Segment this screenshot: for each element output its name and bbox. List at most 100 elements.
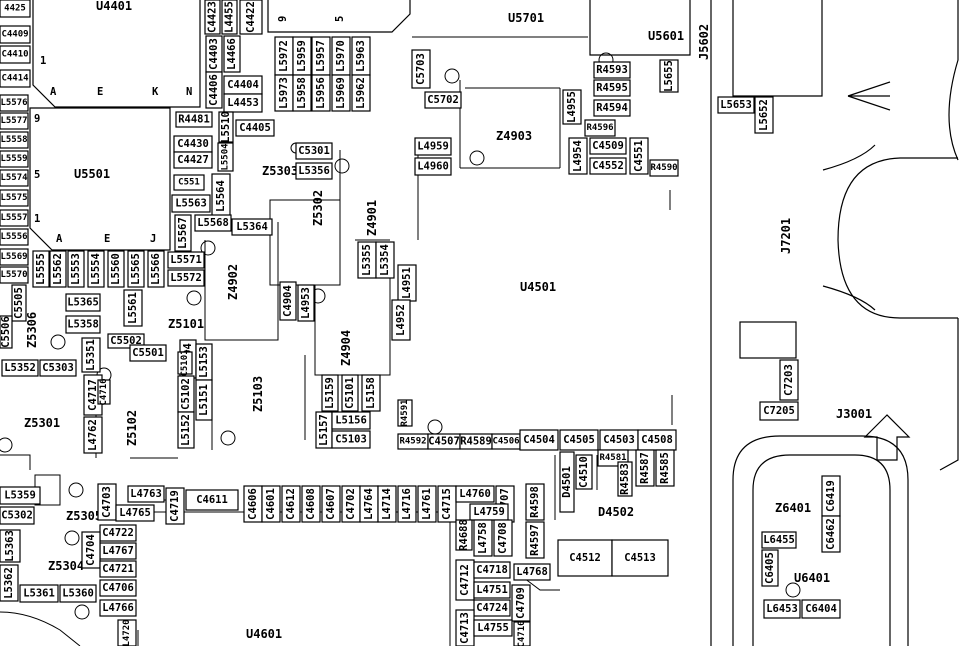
z4904-label: Z4904 (339, 330, 353, 366)
part-l4755: L4755 (473, 619, 513, 637)
part-l5958: L5958 (292, 74, 312, 112)
part-l5351: L5351 (81, 337, 101, 373)
part-footprint (589, 137, 627, 155)
part-r4592: R4592 (397, 433, 429, 450)
part-r4589: R4589 (459, 433, 493, 450)
part-footprint (295, 162, 333, 180)
part-label: C4405 (239, 122, 271, 134)
part-footprint (593, 61, 631, 79)
part-c4601: C4601 (261, 485, 281, 523)
part-l5153: L5153 (195, 343, 213, 381)
part-c4612: C4612 (281, 485, 301, 523)
u4401-label: U4401 (96, 0, 132, 13)
pin-label: A (56, 233, 63, 245)
part-l4760: L4760 (455, 485, 495, 503)
part-l5655: L5655 (659, 59, 679, 93)
part-c4710: C4710 (513, 620, 531, 646)
part-label: C4702 (345, 488, 357, 520)
part-label: L4466 (226, 38, 238, 70)
part-l5565: L5565 (127, 250, 145, 288)
part-footprint (473, 599, 511, 617)
part-label: L4455 (224, 1, 236, 33)
part-footprint (239, 0, 263, 35)
pin-label: 1 (40, 55, 46, 67)
part-l5354: L5354 (375, 241, 395, 279)
z4901-label: Z4901 (365, 200, 379, 236)
part-label: C5301 (298, 145, 330, 157)
part-label: L4761 (421, 488, 433, 520)
part-footprint (127, 485, 165, 503)
part-footprint (81, 531, 101, 569)
part-footprint (493, 519, 513, 557)
part-footprint (0, 169, 29, 187)
part-label: C5303 (42, 362, 74, 374)
part-label: L4763 (130, 488, 162, 500)
part-label: L5153 (198, 346, 210, 378)
part-label: L5360 (62, 588, 94, 600)
part-c5505: C5505 (11, 284, 27, 322)
part-l4761: L4761 (417, 485, 437, 523)
part-label: L5157 (318, 414, 330, 446)
z5304-label: Z5304 (48, 559, 84, 573)
part-footprint (525, 483, 545, 521)
part-l5363: L5363 (0, 529, 21, 563)
part-label: C4504 (523, 434, 555, 446)
part-l5157: L5157 (315, 411, 333, 449)
part-c4425: 4425 (0, 0, 31, 18)
part-c6462: C6462 (821, 515, 841, 553)
part-label: C4423 (207, 1, 219, 33)
part-label: C5302 (1, 510, 33, 522)
part-footprint (177, 411, 195, 449)
part-footprint (65, 315, 101, 334)
part-c4509: C4509 (589, 137, 627, 155)
part-footprint (568, 137, 588, 175)
pin-label: E (97, 86, 103, 98)
u4401-outline (32, 0, 201, 108)
part-label: L5568 (197, 217, 229, 229)
part-c4611b: C4611 (185, 489, 239, 511)
part-r4587: R4587 (635, 449, 655, 487)
part-label: C4513 (624, 552, 656, 564)
part-footprint (513, 621, 531, 646)
part-footprint (99, 560, 137, 578)
part-c4724: C4724 (473, 599, 511, 617)
part-label: C4552 (592, 160, 624, 172)
part-label: C4721 (102, 563, 134, 575)
part-footprint (49, 250, 67, 288)
part-footprint (557, 539, 613, 577)
z5102-label: Z5102 (125, 410, 139, 446)
part-label: C4409 (1, 30, 28, 40)
part-c5501: C5501 (129, 344, 167, 362)
part-l5570: L5570 (0, 266, 29, 284)
part-label: L5152 (180, 414, 192, 446)
part-r4591: R4591 (397, 399, 413, 427)
u4601-label: U4601 (246, 627, 282, 641)
part-label: L5365 (67, 297, 99, 309)
part-label: R4581 (599, 453, 626, 463)
part-r4585: R4585 (655, 449, 675, 487)
u5601-label: U5601 (648, 29, 684, 43)
part-footprint (575, 454, 593, 490)
part-label: C5101 (180, 349, 190, 376)
part-label: C4510 (578, 456, 590, 488)
part-l4714: L4714 (377, 485, 397, 523)
part-label: D4501 (561, 466, 573, 498)
part-label: C6404 (805, 603, 837, 615)
part-footprint (593, 79, 631, 97)
j7201-curve (837, 157, 958, 319)
part-footprint (331, 411, 371, 430)
arrow-up-icon (863, 414, 911, 461)
part-label: L5564 (215, 180, 227, 212)
part-footprint (97, 483, 117, 521)
part-l5362: L5362 (0, 564, 19, 602)
part-footprint (218, 111, 234, 143)
part-c6419: C6419 (821, 475, 841, 517)
part-label: L5575 (0, 193, 27, 203)
part-l5972: L5972 (274, 36, 294, 76)
part-footprint (519, 429, 559, 451)
part-l5574: L5574 (0, 169, 29, 187)
part-label: C6405 (764, 552, 776, 584)
part-c7205: C7205 (759, 401, 799, 421)
part-footprint (175, 111, 213, 128)
part-label: C4708 (497, 522, 509, 554)
